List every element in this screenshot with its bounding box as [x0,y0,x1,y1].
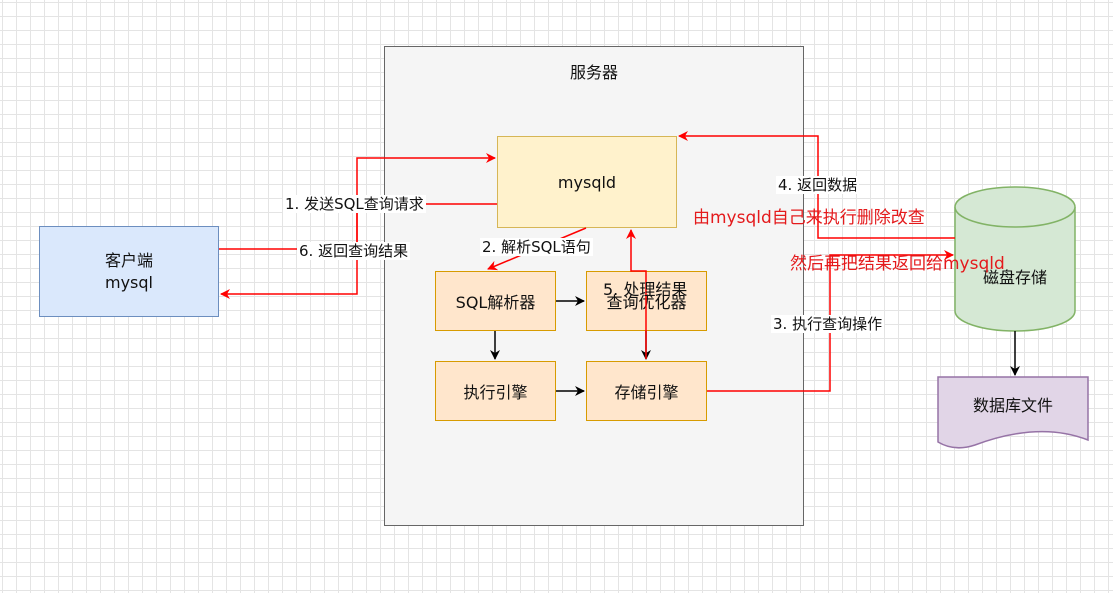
database-file-label: 数据库文件 [972,396,1053,415]
edge-storage-to-mysqld [626,229,647,359]
sql-parser-label: SQL解析器 [455,293,536,312]
note-line1: 由mysqld自己来执行删除改查 [693,208,925,228]
step3-label: 3. 执行查询操作 [771,315,885,333]
step1-label: 1. 发送SQL查询请求 [283,195,426,213]
step4-label: 4. 返回数据 [776,176,860,194]
disk-storage-cylinder[interactable] [954,186,1076,332]
mysqld-node[interactable]: mysqld [497,136,677,228]
client-node[interactable]: 客户端 mysql [39,226,219,317]
step6-label: 6. 返回查询结果 [297,242,411,260]
client-label: 客户端 [104,250,153,270]
disk-storage-label: 磁盘存储 [982,268,1047,287]
sql-parser-node[interactable]: SQL解析器 [435,271,556,331]
server-title: 服务器 [569,63,618,82]
storage-engine-node[interactable]: 存储引擎 [586,361,707,421]
execution-engine-label: 执行引擎 [463,383,528,402]
step2-label: 2. 解析SQL语句 [480,238,593,256]
execution-engine-node[interactable]: 执行引擎 [435,361,556,421]
storage-engine-label: 存储引擎 [614,383,679,402]
client-sublabel: mysql [105,272,153,292]
note-line2: 然后再把结果返回给mysqld [790,254,1005,274]
step5-label: 5. 处理结果 [603,280,688,299]
database-file-shape[interactable] [937,376,1089,449]
mysqld-label: mysqld [557,172,617,192]
